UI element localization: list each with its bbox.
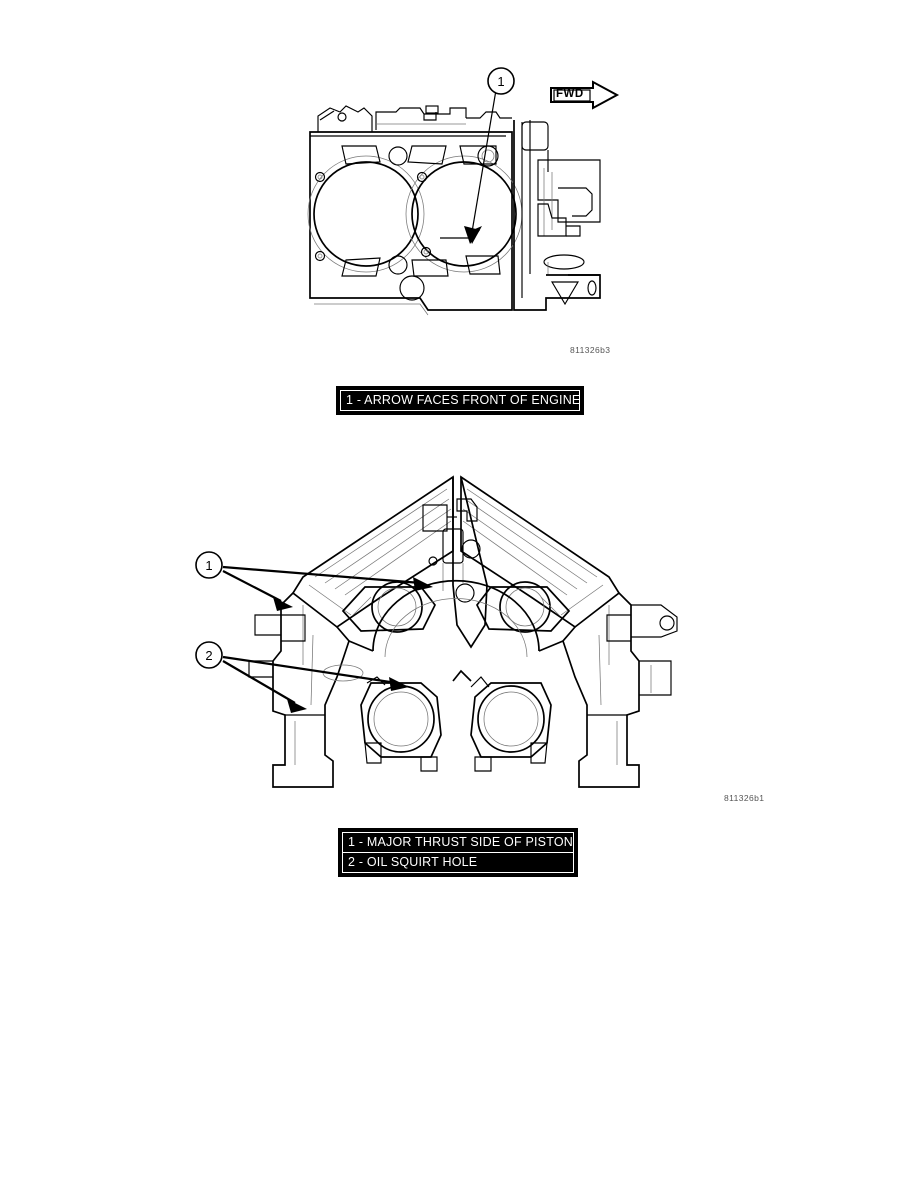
callout-2-marker: 2 [195, 641, 223, 669]
rod-bearing-cap-right [470, 682, 552, 772]
left-mounting-tabs [248, 614, 281, 678]
callout-2-leaders [222, 655, 409, 713]
fwd-label-box [553, 89, 591, 102]
forward-direction-arrow: FWD [549, 80, 621, 110]
block-right-flange [513, 120, 601, 311]
legend-bottom-figure: 1 - MAJOR THRUST SIDE OF PISTON 2 - OIL … [338, 828, 578, 877]
callout-1-number: 1 [205, 558, 212, 573]
callout-1-leader [464, 89, 497, 244]
crankcase-right-wall [562, 592, 640, 788]
cylinder-bore-left [307, 155, 425, 273]
oil-squirt-hole-bosses [366, 669, 490, 688]
left-bank-deck [291, 475, 454, 629]
figure-cylinder-block-deck: 1 [300, 60, 640, 320]
callout-1-number: 1 [497, 74, 504, 89]
cylinder-bore-upper-right [476, 581, 571, 633]
crankcase-left-wall [272, 592, 364, 788]
legend-row: 2 - OIL SQUIRT HOLE [342, 853, 574, 873]
crankshaft-bore-arch [348, 579, 564, 658]
block-upper-rail [317, 105, 512, 132]
legend-top-figure: 1 - ARROW FACES FRONT OF ENGINE [336, 386, 584, 415]
callout-1-marker: 1 [195, 551, 223, 579]
right-bank-deck [460, 475, 621, 629]
callout-2-number: 2 [205, 648, 212, 663]
right-mounting-ear [631, 604, 678, 696]
legend-row: 1 - ARROW FACES FRONT OF ENGINE [340, 390, 580, 411]
callout-1-marker: 1 [487, 67, 515, 95]
figure-v-block-cross-section: 1 2 [185, 465, 705, 805]
deck-bolt-holes [314, 145, 499, 301]
block-deck-outline [309, 131, 513, 316]
cylinder-bore-right [405, 155, 523, 273]
figure-reference-code-bottom: 811326b1 [724, 793, 765, 803]
legend-row: 1 - MAJOR THRUST SIDE OF PISTON [342, 832, 574, 853]
deck-coolant-passages [341, 145, 501, 277]
fwd-label: FWD [556, 88, 584, 100]
rod-bearing-cap-left [360, 682, 442, 772]
callout-1-leaders [222, 565, 433, 611]
figure-reference-code-top: 811326b3 [570, 345, 611, 355]
